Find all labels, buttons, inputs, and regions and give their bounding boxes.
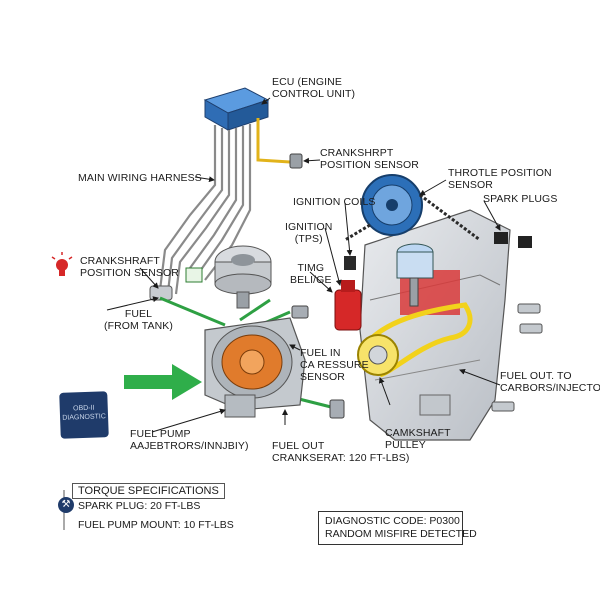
injector-bolts — [491, 303, 543, 412]
engine-block — [359, 209, 511, 441]
leader-lines — [106, 97, 501, 433]
diagnostic-code-box: DIAGNOSTIC CODE: P0300 RANDOM MISFIRE DE… — [318, 511, 477, 545]
wrench-icon: ⚒ — [58, 497, 74, 513]
torque-spark-plug: SPARK PLUG: 20 FT-LBS — [78, 500, 201, 512]
camshaft-pulley — [357, 302, 473, 378]
fuel-flow-arrow — [124, 364, 202, 400]
label-spark-plugs: SPARK PLUGS — [483, 193, 558, 205]
torque-specifications: TORQUE SPECIFICATIONS ⚒ SPARK PLUG: 20 F… — [58, 480, 258, 534]
fuel-connector-plug — [291, 305, 345, 419]
ecu-module — [203, 87, 270, 131]
diagnostic-description: RANDOM MISFIRE DETECTED — [325, 528, 477, 540]
sensor-wire-yellow — [256, 118, 291, 164]
fuel-pump-body — [204, 317, 306, 418]
spark-plug-connectors — [494, 232, 532, 248]
label-fuel-from-tank: FUEL(FROM TANK) — [104, 308, 173, 332]
diagnostic-code: DIAGNOSTIC CODE: P0300 — [325, 515, 460, 527]
ignition-coil-connector — [344, 256, 356, 270]
label-ignition-tps: IGNITION(TPS) — [285, 221, 333, 245]
alert-bulb-icon — [51, 252, 73, 276]
crankshaft-sensor-top-part — [289, 153, 303, 169]
blue-pulley — [361, 174, 423, 236]
torque-title: TORQUE SPECIFICATIONS — [72, 483, 225, 499]
torque-fuel-pump-mount: FUEL PUMP MOUNT: 10 FT-LBS — [78, 519, 234, 531]
distributor-component — [214, 245, 272, 309]
label-ignition-coils: IGNITION COILS — [293, 196, 376, 208]
fuel-lines — [159, 296, 336, 410]
label-main-wiring-harness: MAIN WIRING HARNESS — [78, 172, 202, 184]
ignition-coil — [334, 280, 362, 331]
timing-belt-chain — [344, 193, 481, 242]
green-connector — [185, 267, 203, 283]
